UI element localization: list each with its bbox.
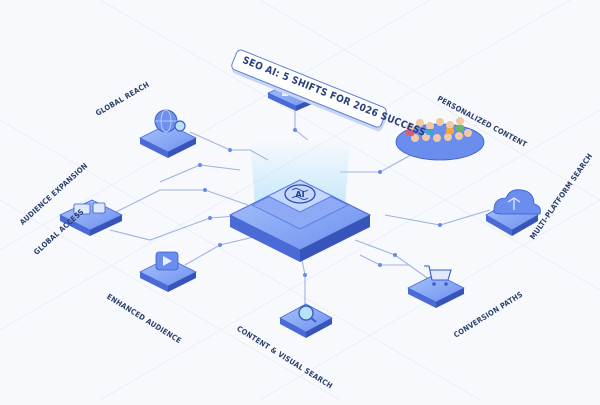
node-multi-platform-search[interactable] (485, 189, 541, 236)
node-devices[interactable] (59, 199, 123, 236)
connector-global-access (109, 214, 249, 241)
ai-brain-chip-icon (284, 184, 316, 204)
devices-icon (73, 202, 106, 215)
shopping-cart-icon (424, 265, 452, 286)
connector-audience-expansion (109, 189, 249, 216)
node-global-reach[interactable] (139, 109, 197, 158)
cloud-icon (493, 189, 541, 215)
node-conversion-paths[interactable] (407, 265, 465, 308)
connector-dots (198, 128, 442, 277)
globe-magnifier-icon (154, 109, 186, 133)
node-personalized-content[interactable] (395, 117, 485, 161)
search-lens-icon (298, 305, 317, 323)
hub-ai-glyph: AI (295, 190, 304, 199)
video-play-icon (155, 251, 179, 271)
connector-extra (159, 164, 241, 183)
people-crowd-icon (406, 117, 472, 142)
node-content-visual-search[interactable] (279, 303, 333, 338)
ai-hub-platform: AI (228, 140, 372, 262)
node-enhanced-audience[interactable] (139, 251, 197, 292)
